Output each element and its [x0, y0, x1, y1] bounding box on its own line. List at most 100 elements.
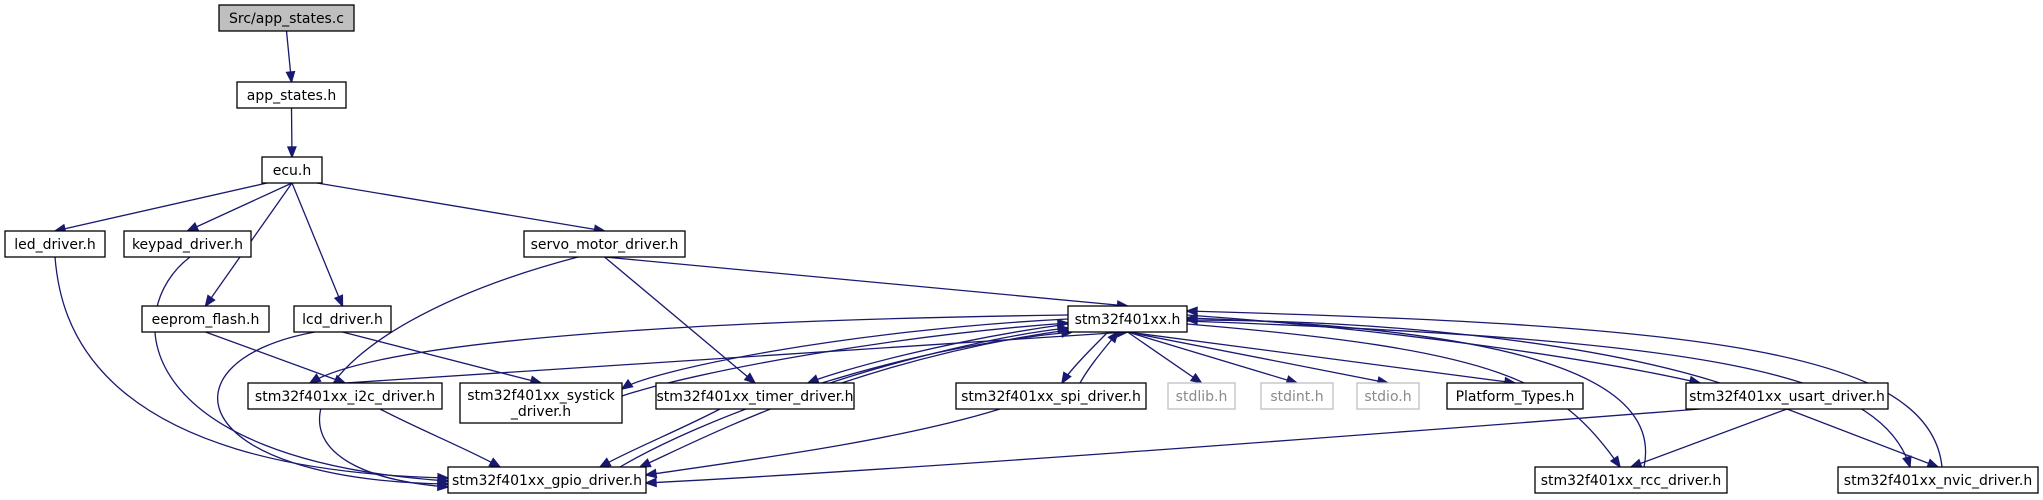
node-timer-driver-h[interactable]: stm32f401xx_timer_driver.h	[655, 382, 855, 410]
edge-keypad-driver-h-to-gpio-driver-h	[154, 256, 449, 482]
edge-i2c-driver-h-to-gpio-driver-h	[379, 408, 501, 468]
node-stdint-h[interactable]: stdint.h	[1260, 382, 1334, 410]
edge-stm32f401xx-h-to-rcc-driver-h	[1186, 323, 1621, 468]
edges-layer	[53, 30, 1943, 492]
edge-stm32f401xx-h-to-stdlib-h-arrowhead	[1189, 372, 1203, 384]
node-box[interactable]	[523, 230, 686, 258]
node-box[interactable]	[293, 305, 392, 333]
edge-spi-driver-h-to-gpio-driver-h	[645, 408, 1001, 476]
node-box[interactable]	[218, 4, 355, 32]
node-label: stdint.h	[1270, 389, 1323, 405]
node-usart-driver-h[interactable]: stm32f401xx_usart_driver.h	[1685, 382, 1889, 410]
edge-servo-motor-driver-h-to-stm32f401xx-h	[604, 256, 1128, 307]
node-label: _driver.h	[510, 404, 571, 420]
node-label: stdlib.h	[1176, 389, 1228, 405]
node-servo-motor-driver-h[interactable]: servo_motor_driver.h	[523, 230, 686, 258]
edge-stm32f401xx-h-to-platform-types-h	[1127, 331, 1516, 384]
node-label: stm32f401xx_i2c_driver.h	[255, 389, 435, 405]
edge-timer-driver-h-to-gpio-driver-h-arrowhead	[598, 457, 612, 468]
edge-led-driver-h-to-gpio-driver-h	[54, 256, 449, 479]
edge-ecu-h-to-keypad-driver-h-arrowhead	[185, 222, 200, 232]
node-box[interactable]	[1167, 382, 1236, 410]
edge-eeprom-flash-h-to-i2c-driver-h	[205, 331, 346, 384]
node-label: stdio.h	[1364, 389, 1411, 405]
node-i2c-driver-h[interactable]: stm32f401xx_i2c_driver.h	[247, 382, 443, 410]
node-ecu-h[interactable]: ecu.h	[261, 156, 323, 184]
node-spi-driver-h[interactable]: stm32f401xx_spi_driver.h	[955, 382, 1147, 410]
edge-stm32f401xx-h-to-timer-driver-h	[807, 323, 1069, 384]
node-box[interactable]	[141, 305, 270, 333]
node-box[interactable]	[236, 81, 347, 109]
node-app-states-c[interactable]: Src/app_states.c	[218, 4, 355, 32]
edge-ecu-h-to-keypad-driver-h	[187, 182, 293, 232]
edge-rcc-driver-h-to-stm32f401xx-h	[1186, 317, 1647, 468]
node-label: keypad_driver.h	[132, 237, 243, 253]
node-rcc-driver-h[interactable]: stm32f401xx_rcc_driver.h	[1534, 466, 1728, 494]
node-stm32f401xx-h[interactable]: stm32f401xx.h	[1067, 305, 1188, 333]
edge-stm32f401xx-h-to-stdint-h	[1127, 331, 1298, 384]
edge-nvic-driver-h-to-stm32f401xx-h	[1186, 310, 1943, 468]
edge-usart-driver-h-to-gpio-driver-h	[645, 408, 1701, 484]
node-box[interactable]	[1534, 466, 1728, 494]
edge-usart-driver-h-to-nvic-driver-h-arrowhead	[1926, 458, 1940, 468]
edge-nvic-driver-h-to-stm32f401xx-h-arrowhead	[1185, 306, 1198, 317]
node-box[interactable]	[1685, 382, 1889, 410]
node-label: stm32f401xx_rcc_driver.h	[1541, 473, 1722, 489]
node-eeprom-flash-h[interactable]: eeprom_flash.h	[141, 305, 270, 333]
node-led-driver-h[interactable]: led_driver.h	[4, 230, 106, 258]
node-label: stm32f401xx_usart_driver.h	[1689, 389, 1885, 405]
edge-stm32f401xx-h-to-rcc-driver-h-arrowhead	[1609, 455, 1621, 469]
node-label: Src/app_states.c	[229, 11, 344, 27]
edge-servo-motor-driver-h-to-gpio-driver-h-arrowhead	[436, 481, 450, 492]
edge-app-states-h-to-ecu-h-arrowhead	[286, 146, 297, 159]
node-label: stm32f401xx_nvic_driver.h	[1844, 473, 2032, 489]
edge-usart-driver-h-to-gpio-driver-h-arrowhead	[644, 477, 657, 488]
edge-stm32f401xx-h-to-i2c-driver-h	[309, 314, 1069, 384]
node-app-states-h[interactable]: app_states.h	[236, 81, 347, 109]
node-keypad-driver-h[interactable]: keypad_driver.h	[123, 230, 252, 258]
edge-app-states-c-to-app-states-h-arrowhead	[285, 70, 296, 84]
edge-servo-motor-driver-h-to-timer-driver-h	[604, 256, 756, 384]
node-box[interactable]	[123, 230, 252, 258]
node-box[interactable]	[1446, 382, 1584, 410]
edge-stm32f401xx-h-to-timer-driver-h-arrowhead	[806, 374, 820, 384]
edge-lcd-driver-h-to-gpio-driver-h	[217, 331, 449, 485]
edge-stm32f401xx-h-to-stdlib-h	[1127, 331, 1202, 384]
node-systick-driver-h[interactable]: stm32f401xx_systick_driver.h	[459, 382, 623, 424]
node-gpio-driver-h[interactable]: stm32f401xx_gpio_driver.h	[447, 466, 647, 494]
edge-stm32f401xx-h-to-stdio-h	[1127, 331, 1389, 384]
edge-stm32f401xx-h-to-systick-driver-h	[621, 318, 1069, 390]
node-box[interactable]	[1356, 382, 1420, 410]
node-stdlib-h[interactable]: stdlib.h	[1167, 382, 1236, 410]
node-lcd-driver-h[interactable]: lcd_driver.h	[293, 305, 392, 333]
node-box[interactable]	[261, 156, 323, 184]
node-box[interactable]	[955, 382, 1147, 410]
node-box[interactable]	[447, 466, 647, 494]
edge-ecu-h-to-led-driver-h	[54, 182, 268, 232]
edge-i2c-driver-h-to-gpio-driver-h-arrowhead	[488, 457, 502, 468]
node-label: led_driver.h	[14, 237, 96, 253]
node-label: app_states.h	[247, 88, 336, 104]
node-box[interactable]	[655, 382, 855, 410]
node-box[interactable]	[247, 382, 443, 410]
edge-servo-motor-driver-h-to-gpio-driver-h	[319, 256, 579, 488]
node-nvic-driver-h[interactable]: stm32f401xx_nvic_driver.h	[1837, 466, 2039, 494]
edge-stm32f401xx-h-to-spi-driver-h-arrowhead	[1061, 371, 1072, 385]
node-platform-types-h[interactable]: Platform_Types.h	[1446, 382, 1584, 410]
node-box[interactable]	[1260, 382, 1334, 410]
edge-stm32f401xx-h-to-nvic-driver-h-arrowhead	[1902, 455, 1912, 469]
node-box[interactable]	[1837, 466, 2039, 494]
node-label: stm32f401xx_spi_driver.h	[961, 389, 1141, 405]
nodes-layer: Src/app_states.c app_states.h ecu.h led_dri…	[4, 4, 2039, 494]
node-box[interactable]	[459, 382, 623, 424]
edge-stm32f401xx-h-to-nvic-driver-h	[1186, 320, 1911, 468]
node-label: lcd_driver.h	[302, 312, 383, 328]
node-stdio-h[interactable]: stdio.h	[1356, 382, 1420, 410]
node-box[interactable]	[1067, 305, 1188, 333]
edge-ecu-h-to-eeprom-flash-h-arrowhead	[204, 294, 216, 308]
edge-i2c-driver-h-to-stm32f401xx-h	[344, 331, 1128, 384]
edge-timer-driver-h-to-gpio-driver-h	[599, 408, 721, 468]
node-box[interactable]	[4, 230, 106, 258]
node-label: stm32f401xx.h	[1075, 312, 1181, 328]
edge-ecu-h-to-lcd-driver-h-arrowhead	[333, 294, 344, 308]
